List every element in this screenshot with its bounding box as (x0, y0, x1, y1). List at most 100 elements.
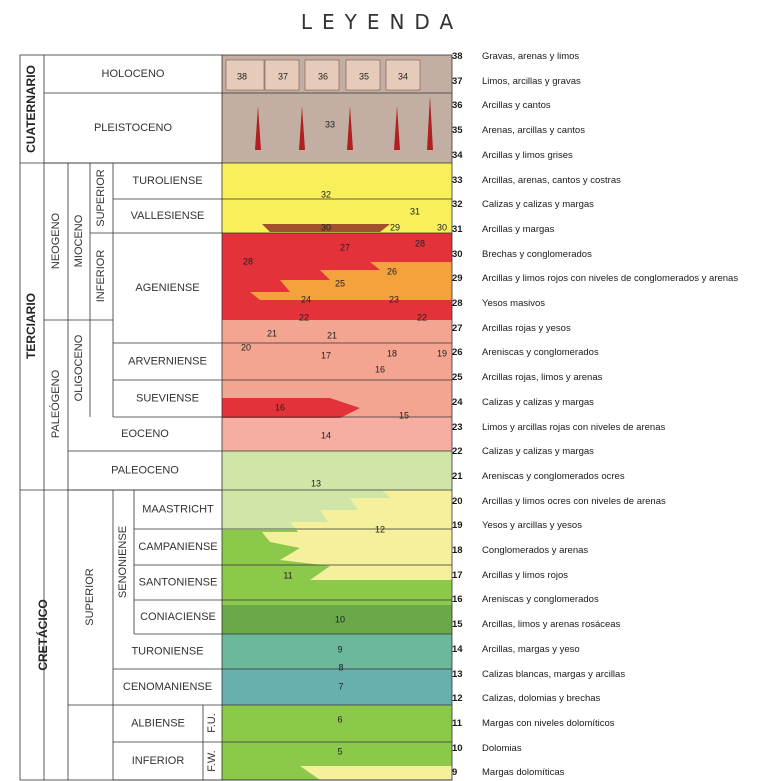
stage-label-vallesiense: VALLESIENSE (131, 210, 205, 222)
legend-number: 12 (452, 693, 482, 704)
epoch-label-mioceno: MIOCENO (73, 214, 85, 267)
unit-number: 26 (387, 266, 397, 276)
legend-text: Arcillas, arenas, cantos y costras (482, 175, 621, 186)
legend-number: 9 (452, 767, 482, 778)
legend-text: Dolomias (482, 743, 522, 754)
legend-text: Limos y arcillas rojas con niveles de ar… (482, 422, 665, 433)
legend-number: 35 (452, 125, 482, 136)
stage-label-ageniense: AGENIENSE (135, 282, 199, 294)
unit-number: 38 (237, 71, 247, 81)
blue-band (222, 669, 452, 705)
legend-number: 19 (452, 520, 482, 531)
legend-text: Arcillas y limos grises (482, 150, 573, 161)
legend-number: 27 (452, 323, 482, 334)
stage-label-cenomaniense: CENOMANIENSE (123, 681, 212, 693)
unit-number: 35 (359, 71, 369, 81)
legend-text: Areniscas y conglomerados ocres (482, 471, 625, 482)
stage-label-coniaciense: CONIACIENSE (140, 611, 216, 623)
epoch-label-oligoceno: OLIGOCENO (73, 334, 85, 401)
stage-label-eoceno: EOCENO (121, 428, 169, 440)
legend-number: 31 (452, 224, 482, 235)
legend-number: 14 (452, 644, 482, 655)
unit-number: 16 (275, 402, 285, 412)
legend-number: 33 (452, 175, 482, 186)
stage-label-maastricht: MAASTRICHT (142, 503, 214, 515)
unit-number: 6 (337, 714, 342, 724)
legend-number: 37 (452, 76, 482, 87)
legend-text: Arcillas, margas y yeso (482, 644, 580, 655)
unit-number: 33 (325, 119, 335, 129)
legend-text: Conglomerados y arenas (482, 545, 588, 556)
legend-number: 18 (452, 545, 482, 556)
stage-label-pleistoceno: PLEISTOCENO (94, 122, 172, 134)
legend-number: 32 (452, 199, 482, 210)
legend-item: 26Areniscas y conglomerados (452, 347, 764, 361)
stage-label-holoceno: HOLOCENO (102, 68, 165, 80)
subepoch-label-fu: F.U. (206, 713, 218, 733)
unit-number: 21 (267, 328, 277, 338)
subepoch-label-superior: SUPERIOR (95, 169, 107, 227)
pink-band (222, 417, 452, 451)
legend-text: Brechas y conglomerados (482, 249, 592, 260)
legend-item: 27Arcillas rojas y yesos (452, 323, 764, 337)
subepoch-label-inferior: INFERIOR (95, 250, 107, 303)
unit-number: 25 (335, 278, 345, 288)
unit-number: 17 (321, 350, 331, 360)
legend-number: 10 (452, 743, 482, 754)
unit-number: 27 (340, 242, 350, 252)
unit-number: 5 (337, 746, 342, 756)
legend-item: 35Arenas, arcillas y cantos (452, 125, 764, 139)
unit-number: 20 (241, 342, 251, 352)
legend-text: Arcillas y limos rojos (482, 570, 568, 581)
unit-number: 32 (321, 189, 331, 199)
stage-label-albiense: ALBIENSE (131, 717, 185, 729)
legend-text: Arcillas y limos rojos con niveles de co… (482, 273, 738, 284)
unit-number: 21 (327, 330, 337, 340)
stage-label-santoniense: SANTONIENSE (139, 576, 218, 588)
unit-number: 9 (337, 644, 342, 654)
legend-item: 36Arcillas y cantos (452, 100, 764, 114)
legend-text: Areniscas y conglomerados (482, 594, 599, 605)
legend-text: Calizas y calizas y margas (482, 199, 594, 210)
unit-number: 36 (318, 71, 328, 81)
legend-item: 24Calizas y calizas y margas (452, 397, 764, 411)
stage-label-inferior: INFERIOR (132, 755, 185, 767)
unit-number: 28 (415, 238, 425, 248)
unit-number: 19 (437, 348, 447, 358)
legend-item: 9Margas dolomíticas (452, 767, 764, 781)
unit-number: 18 (387, 348, 397, 358)
legend-item: 22Calizas y calizas y margas (452, 446, 764, 460)
legend-text: Margas con niveles dolomíticos (482, 718, 615, 729)
period-label-neogeno: NEOGENO (50, 212, 62, 269)
legend-text: Yesos masivos (482, 298, 545, 309)
unit-number: 10 (335, 614, 345, 624)
era-label-terciario: TERCIARIO (24, 293, 38, 359)
legend-number: 23 (452, 422, 482, 433)
subepoch-label-fw: F.W. (206, 750, 218, 771)
unit-number: 16 (375, 364, 385, 374)
unit-number: 28 (243, 256, 253, 266)
unit-number: 30 (437, 222, 447, 232)
legend-text: Limos, arcillas y gravas (482, 76, 581, 87)
legend-text: Calizas y calizas y margas (482, 397, 594, 408)
unit-number: 12 (375, 524, 385, 534)
era-label-cretacico: CRETÁCICO (35, 599, 50, 670)
unit-number: 31 (410, 206, 420, 216)
legend-item: 32Calizas y calizas y margas (452, 199, 764, 213)
unit-number: 37 (278, 71, 288, 81)
unit-number: 22 (417, 312, 427, 322)
